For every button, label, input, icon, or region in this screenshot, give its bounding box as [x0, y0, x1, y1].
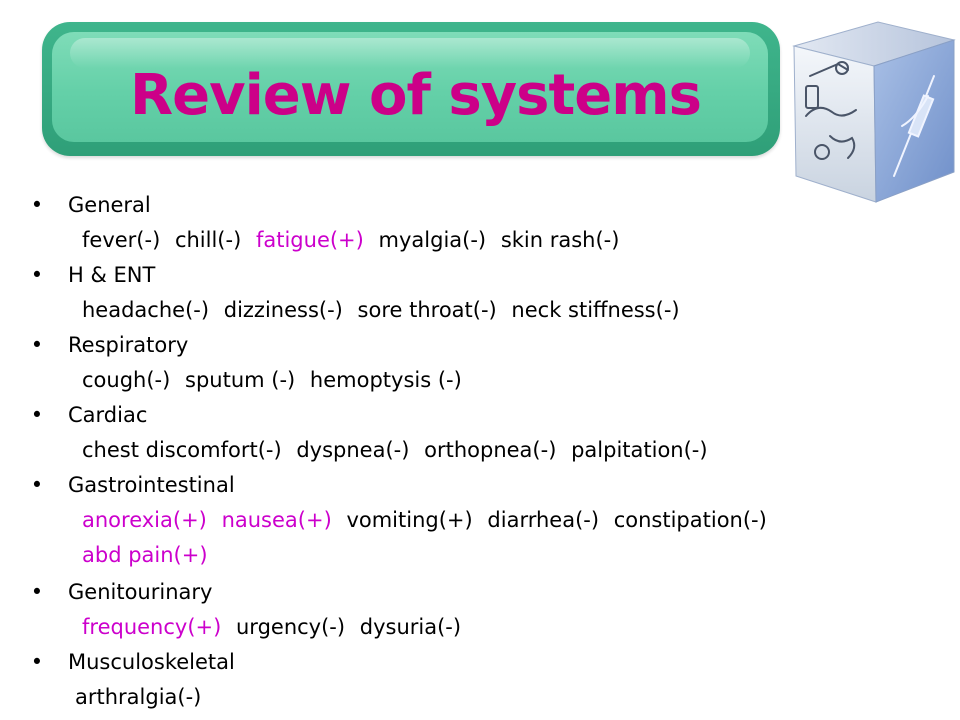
finding-headache: headache(-)	[82, 298, 210, 322]
bullet-icon: •	[30, 193, 44, 217]
findings-musculoskeletal: arthralgia(-)	[75, 682, 209, 712]
section-title-general: General	[68, 193, 151, 217]
bullet-icon: •	[30, 263, 44, 287]
finding-myalgia: myalgia(-)	[378, 228, 487, 252]
findings-cardiac: chest discomfort(-) dyspnea(-) orthopnea…	[82, 435, 716, 465]
medical-equipment-cube-icon	[792, 21, 956, 203]
finding-hemoptysis: hemoptysis (-)	[309, 368, 462, 392]
finding-urgency: urgency(-)	[236, 615, 346, 639]
finding-dysuria: dysuria(-)	[359, 615, 462, 639]
finding-dyspnea: dyspnea(-)	[296, 438, 410, 462]
finding-chill: chill(-)	[174, 228, 242, 252]
finding-constipation: constipation(-)	[613, 508, 767, 532]
finding-frequency: frequency(+)	[82, 615, 222, 639]
section-title-cardiac: Cardiac	[68, 403, 148, 427]
finding-dizziness: dizziness(-)	[223, 298, 343, 322]
finding-chest-discomfort: chest discomfort(-)	[82, 438, 282, 462]
findings-gastrointestinal-line-2: abd pain(+)	[82, 540, 216, 570]
finding-fatigue: fatigue(+)	[255, 228, 364, 252]
finding-neck-stiffness: neck stiffness(-)	[511, 298, 680, 322]
finding-nausea: nausea(+)	[221, 508, 332, 532]
bullet-icon: •	[30, 403, 44, 427]
finding-cough: cough(-)	[82, 368, 171, 392]
title-banner	[42, 22, 780, 156]
bullet-icon: •	[30, 473, 44, 497]
finding-anorexia: anorexia(+)	[82, 508, 207, 532]
finding-vomiting: vomiting(+)	[346, 508, 473, 532]
finding-abd-pain: abd pain(+)	[82, 543, 208, 567]
finding-orthopnea: orthopnea(-)	[424, 438, 557, 462]
bullet-icon: •	[30, 333, 44, 357]
findings-h-ent: headache(-) dizziness(-) sore throat(-) …	[82, 295, 688, 325]
finding-fever: fever(-)	[82, 228, 161, 252]
section-title-h-ent: H & ENT	[68, 263, 156, 287]
findings-gastrointestinal: anorexia(+) nausea(+) vomiting(+) diarrh…	[82, 505, 775, 535]
section-title-gastrointestinal: Gastrointestinal	[68, 473, 235, 497]
bullet-icon: •	[30, 650, 44, 674]
finding-sputum: sputum (-)	[185, 368, 296, 392]
bullet-icon: •	[30, 580, 44, 604]
finding-diarrhea: diarrhea(-)	[487, 508, 600, 532]
title-banner-inner	[52, 32, 768, 142]
section-title-musculoskeletal: Musculoskeletal	[68, 650, 235, 674]
finding-sore-throat: sore throat(-)	[357, 298, 497, 322]
finding-skin-rash: skin rash(-)	[500, 228, 620, 252]
findings-respiratory: cough(-) sputum (-) hemoptysis (-)	[82, 365, 470, 395]
finding-arthralgia: arthralgia(-)	[75, 685, 202, 709]
findings-general: fever(-) chill(-) fatigue(+) myalgia(-) …	[82, 225, 627, 255]
slide-title: Review of systems	[130, 63, 702, 128]
finding-palpitation: palpitation(-)	[571, 438, 708, 462]
section-title-genitourinary: Genitourinary	[68, 580, 213, 604]
findings-genitourinary: frequency(+) urgency(-) dysuria(-)	[82, 612, 469, 642]
section-title-respiratory: Respiratory	[68, 333, 189, 357]
